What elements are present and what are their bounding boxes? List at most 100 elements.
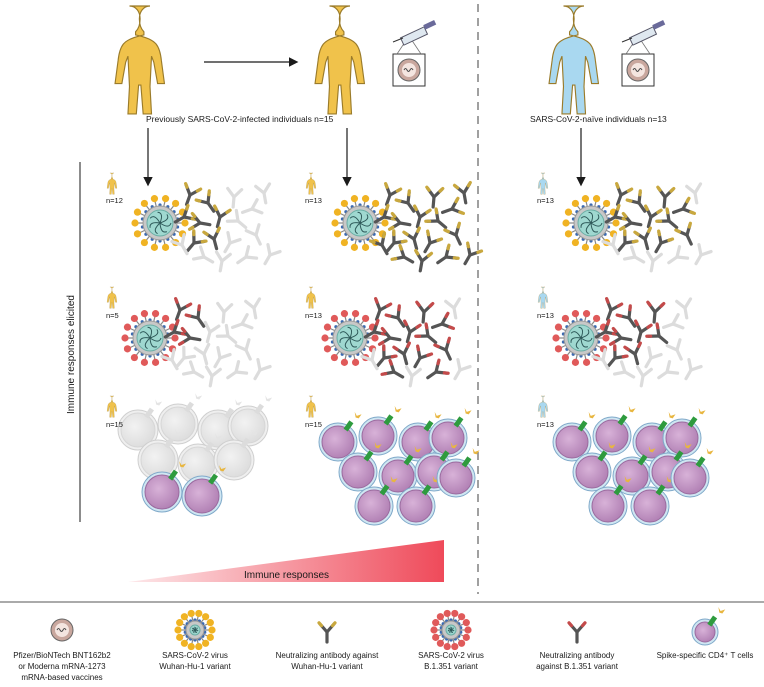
col1-row3-tcell-ghost — [157, 393, 203, 445]
antibody-arm-right — [240, 322, 254, 330]
col3-row2-antibody — [608, 326, 633, 346]
virus-spike-head — [201, 639, 210, 647]
antibody-tip-left — [454, 196, 460, 204]
tcell-receptor — [383, 405, 402, 426]
col1-row2-antibody — [213, 345, 232, 369]
col1-row2-antibody — [181, 360, 205, 379]
legend-virus-wuhan: SARS-CoV-2 virus Wuhan-Hu-1 variant — [140, 610, 250, 672]
virus-spike-head — [330, 314, 339, 323]
virus-spike-head — [582, 358, 591, 366]
tcell-nucleus — [321, 425, 355, 459]
tcell-receptor — [707, 607, 726, 627]
col1-row2-antibody — [203, 320, 221, 344]
col1-row1-antibody — [191, 245, 215, 264]
antibody-arm-right — [611, 232, 617, 247]
receptor-stalk — [577, 420, 588, 432]
col1-row1-antibody — [185, 229, 208, 253]
virus-spike-head — [340, 358, 349, 366]
antibody-arm-left — [685, 184, 697, 195]
legend-antibody-b1351: Neutralizing antibody against B.1.351 va… — [512, 610, 642, 672]
antibody-stem — [198, 221, 212, 227]
col1-row1-virus-wuhan — [131, 195, 189, 251]
antibody-stem — [462, 191, 468, 205]
antibody-stem — [685, 233, 693, 246]
col1-row2-antibody — [204, 365, 222, 388]
antibody-arm-left — [226, 186, 236, 199]
antibody-arm-right — [671, 322, 685, 330]
tcell-nucleus — [673, 461, 707, 495]
antibody-arm-right — [619, 360, 627, 374]
antibody-tip-left — [615, 182, 620, 189]
virus-spike-head — [176, 633, 184, 641]
col1-row1-antibody — [223, 230, 242, 254]
receptor-head — [354, 411, 362, 419]
antibody-stem — [623, 370, 636, 379]
virus-spike-head — [430, 626, 438, 634]
antibody-arm-right — [641, 367, 653, 378]
antibody-stem — [657, 334, 669, 345]
antibody-stem — [388, 336, 402, 342]
antibody-arm-right — [250, 207, 264, 215]
antibody-arm-left — [612, 370, 627, 376]
legend-antibody-wuhan-line2: Wuhan-Hu-1 variant — [291, 662, 363, 671]
col1-row2-antibody — [234, 338, 252, 361]
antibody-tip-left — [436, 358, 441, 366]
col3-row2-antibody — [591, 347, 610, 371]
col3-row2-virus-b1351 — [552, 310, 610, 366]
antibody-arm-left — [591, 354, 605, 362]
antibody-tip-left — [384, 313, 392, 318]
col1-row3-tcell — [181, 465, 227, 517]
col2-row1-antibody — [413, 204, 432, 229]
antibody-tip-right — [456, 221, 461, 229]
virus-spike-head — [201, 613, 210, 621]
count-col1-row2: n=5 — [106, 311, 119, 320]
col3-row1-antibody — [615, 182, 634, 206]
col2-row2-antibody — [377, 326, 402, 346]
tcell-receptor — [687, 407, 706, 428]
antibody-stem — [252, 306, 258, 320]
receptor-stalk — [379, 484, 390, 496]
antibody-arm-left — [216, 345, 222, 360]
antibody-stem — [431, 322, 444, 330]
antibody-tip-left — [567, 621, 574, 628]
tcell-receptor — [461, 447, 480, 468]
col2-row2-virus-b1351 — [321, 310, 379, 366]
col3-row1-antibody — [633, 226, 652, 251]
antibody-arm-left — [216, 301, 226, 314]
legend-vaccine-line2: or Moderna mRNA-1273 — [18, 662, 106, 671]
antibody-tip-right — [225, 208, 232, 214]
antibody-arm-left — [244, 245, 251, 259]
antibody-tip-left — [403, 319, 408, 327]
syringe-needle — [621, 37, 633, 43]
antibody-tip-left — [382, 344, 386, 352]
antibody-tip-left — [415, 300, 421, 307]
receptor-stalk — [657, 420, 668, 432]
tcell-receptor — [617, 405, 636, 426]
antibody-stem — [463, 253, 472, 266]
virus-spike-head — [351, 358, 360, 366]
col2-row1-antibody — [384, 182, 403, 206]
antibody-arm-right — [651, 252, 663, 263]
antibody-arm-left — [234, 360, 241, 374]
antibody-arm-left — [687, 357, 693, 372]
antibody-stem — [662, 195, 667, 209]
antibody-stem — [373, 215, 386, 224]
virus-spike-head — [171, 199, 180, 208]
tcell-receptor — [439, 441, 458, 462]
antibody-stem — [202, 255, 215, 264]
col3-row2-antibody — [634, 319, 653, 344]
virus-spike-head — [174, 626, 182, 634]
virus-spike-head — [130, 353, 139, 362]
receptor-head — [684, 441, 692, 449]
col2-row2-antibody — [444, 297, 462, 320]
col2-row3-tcell — [338, 441, 382, 492]
antibody-tip-right — [197, 304, 201, 312]
virus-spike-head — [208, 626, 216, 634]
antibody-stem — [192, 370, 205, 379]
col3-row2-antibody — [644, 345, 663, 369]
antibody-tip-left — [606, 318, 611, 326]
col3-row1-virus-wuhan — [562, 195, 620, 251]
col1-row2-person-icon — [106, 286, 117, 309]
col1-row1-antibody — [187, 211, 212, 231]
antibody-tip-right — [382, 231, 386, 239]
